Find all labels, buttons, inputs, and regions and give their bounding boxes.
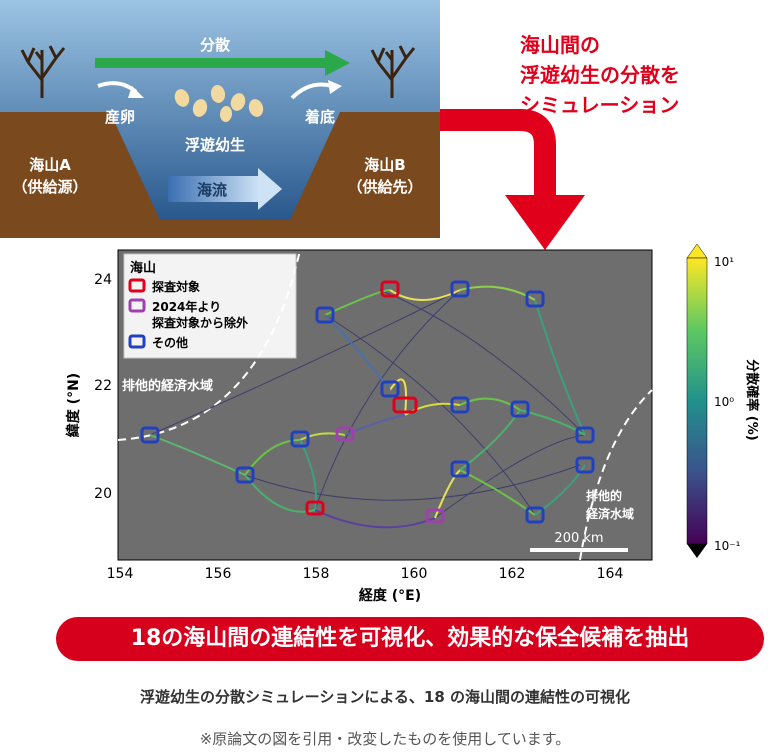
eez-label-right-1: 排他的 bbox=[586, 488, 622, 503]
dispersal-schematic: 分散 産卵 着底 浮遊幼生 海流 海山A （供給源） 海山B （供給先） bbox=[0, 0, 440, 238]
seamount-a-role: （供給源） bbox=[12, 178, 87, 196]
colorbar-tick: 10⁰ bbox=[714, 395, 734, 409]
legend-title: 海山 bbox=[130, 260, 156, 276]
eez-label-left: 排他的経済水域 bbox=[122, 378, 213, 394]
eez-label-right-2: 経済水域 bbox=[586, 506, 634, 521]
dispersal-label: 分散 bbox=[200, 36, 231, 54]
legend-item-target: 探査対象 bbox=[152, 279, 200, 294]
x-tick: 158 bbox=[303, 566, 330, 582]
source-note: ※原論文の図を引用・改変したものを使用しています。 bbox=[199, 730, 571, 748]
legend-item-excluded-line2: 探査対象から除外 bbox=[152, 315, 248, 330]
settlement-label: 着底 bbox=[304, 108, 335, 126]
scale-bar-label: 200 km bbox=[554, 531, 603, 546]
headline-line-1: 海山間の bbox=[520, 33, 600, 57]
seamount-b-role: （供給先） bbox=[347, 178, 422, 196]
spawning-label: 産卵 bbox=[105, 108, 135, 126]
headline-line-2: 浮遊幼生の分散を bbox=[520, 63, 680, 87]
summary-banner: 18の海山間の連結性を可視化、効果的な保全候補を抽出 bbox=[56, 617, 764, 661]
current-label: 海流 bbox=[197, 181, 227, 199]
x-tick: 156 bbox=[205, 566, 232, 582]
map-legend: 海山 探査対象 2024年より 探査対象から除外 その他 bbox=[123, 253, 297, 359]
larvae-label: 浮遊幼生 bbox=[185, 136, 245, 154]
coral-left-icon bbox=[20, 45, 66, 98]
x-tick: 154 bbox=[107, 566, 134, 582]
legend-item-other: その他 bbox=[152, 335, 188, 350]
y-tick: 20 bbox=[94, 486, 112, 502]
x-tick: 162 bbox=[499, 566, 526, 582]
colorbar-label: 分散確率 (%) bbox=[744, 359, 760, 440]
y-axis-label: 緯度 (°N) bbox=[65, 373, 82, 437]
x-tick: 164 bbox=[597, 566, 624, 582]
figure-caption: 浮遊幼生の分散シミュレーションによる、18 の海山間の連結性の可視化 bbox=[139, 688, 631, 706]
red-arrow-icon bbox=[440, 109, 585, 250]
y-tick: 24 bbox=[94, 272, 112, 288]
legend-item-excluded: 2024年より bbox=[152, 299, 221, 314]
x-tick: 160 bbox=[401, 566, 428, 582]
colorbar: 10¹ 10⁰ 10⁻¹ 分散確率 (%) bbox=[686, 243, 760, 558]
colorbar-tick: 10¹ bbox=[714, 255, 734, 269]
x-axis-label: 経度 (°E) bbox=[359, 587, 421, 604]
y-tick: 22 bbox=[94, 378, 112, 394]
larvae-icon bbox=[174, 85, 264, 122]
colorbar-tick: 10⁻¹ bbox=[714, 539, 741, 553]
headline: 海山間の 浮遊幼生の分散を シミュレーション bbox=[520, 30, 760, 120]
headline-line-3: シミュレーション bbox=[520, 93, 680, 117]
seamount-a-label: 海山A bbox=[29, 156, 71, 174]
coral-right-icon bbox=[370, 45, 416, 98]
connectivity-map: 海山 探査対象 2024年より 探査対象から除外 その他 排他的経済水域 排他的… bbox=[65, 243, 760, 604]
seamount-b-label: 海山B bbox=[364, 156, 405, 174]
